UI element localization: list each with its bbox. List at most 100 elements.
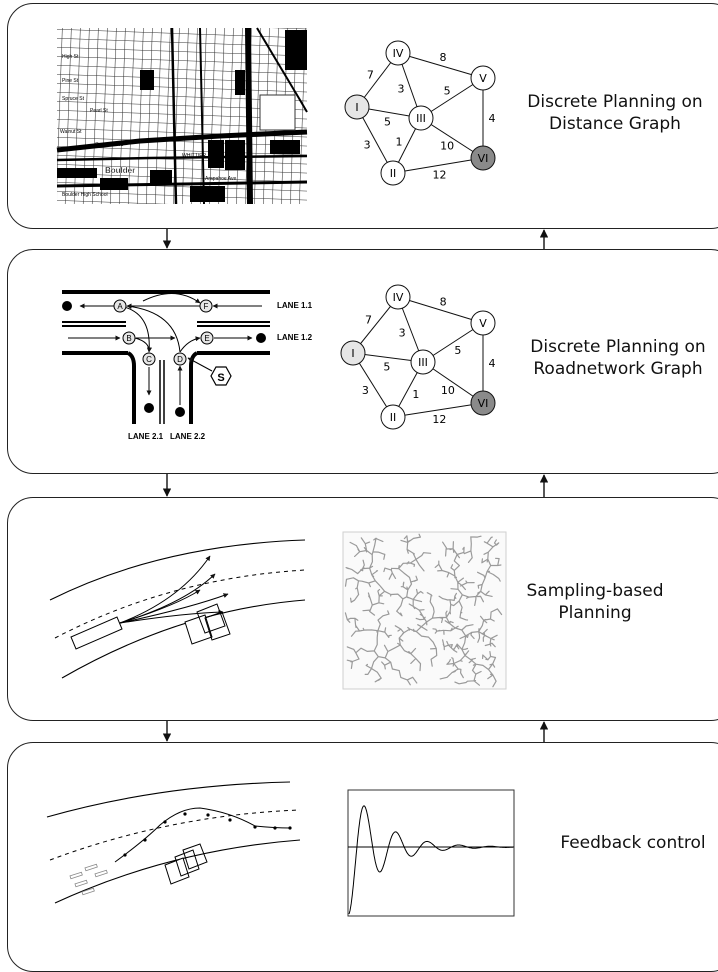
graph-node-label: III [416, 112, 426, 125]
map-label-canyon: Canyon Blvd [95, 142, 124, 148]
map-label-boulder: Boulder [105, 166, 135, 175]
waypoint-label: F [204, 302, 209, 311]
map-label-pine: Pine St [62, 78, 79, 84]
graph-node-i [340, 340, 366, 366]
graph-node-ii [380, 404, 406, 430]
waypoint-c [142, 352, 156, 366]
graph-node-iii [408, 105, 434, 131]
waypoint-d [173, 352, 187, 366]
waypoint-label: A [117, 302, 123, 311]
map-label-whittier: WHITTIER [182, 153, 207, 159]
edge-weight-label: 12 [432, 413, 446, 426]
lane-label-2-1: LANE 2.1 [128, 432, 164, 441]
city-map: Boulder WHITTIER Arapahoe Ave Boulder Hi… [56, 27, 308, 205]
edge-weight-label: 3 [399, 327, 406, 340]
edge-weight-label: 5 [383, 360, 390, 373]
panel-3-label: Sampling-based Planning [515, 580, 675, 624]
map-label-high-school: Boulder High School [62, 192, 108, 198]
graph-node-label: III [418, 356, 428, 369]
graph-node-iv [385, 284, 411, 310]
edge-weight-label: 4 [489, 112, 496, 125]
lane-label-2-2: LANE 2.2 [170, 432, 206, 441]
graph-node-iii [410, 349, 436, 375]
feedback-road [46, 781, 301, 904]
flow-arrows [162, 229, 549, 742]
panel-4-label-line1: Feedback control [560, 833, 706, 853]
waypoint-a [113, 299, 127, 313]
graph-edge [356, 106, 394, 174]
start-marker-label: S [217, 372, 224, 384]
graph-node-label: IV [393, 47, 404, 60]
edge-weight-label: 5 [454, 344, 461, 357]
panel-1-label: Discrete Planning on Distance Graph [520, 91, 710, 135]
panel-1-label-line1: Discrete Planning on [527, 92, 703, 112]
graph-edge [392, 157, 484, 174]
edge-weight-label: 8 [440, 51, 447, 64]
panel-roadnetwork-graph [7, 249, 718, 474]
graph-node-label: V [479, 317, 487, 330]
edge-weight-label: 4 [489, 357, 496, 370]
graph-node-label: VI [478, 397, 489, 410]
step-response-plot [347, 789, 515, 917]
edge-weight-label: 1 [395, 135, 402, 148]
graph-node-label: II [390, 167, 397, 180]
waypoint-f [199, 299, 213, 313]
damped-response-curve [348, 805, 514, 915]
edge-weight-label: 3 [362, 384, 369, 397]
graph-node-i [344, 94, 370, 120]
road-network: A B C D E F S LANE 1.1 LANE 1.2 LANE 2.1 LANE… [62, 290, 313, 441]
panel-4-label: Feedback control [548, 832, 718, 854]
graph-edge [397, 296, 484, 324]
graph-node-label: I [355, 101, 358, 114]
panel-2-label: Discrete Planning on Roadnetwork Graph [518, 336, 718, 380]
edge-weight-label: 1 [412, 388, 419, 401]
map-label-pearl: Pearl St [90, 108, 108, 114]
graph-node-label: IV [393, 291, 404, 304]
graph-node-v [470, 65, 496, 91]
waypoint-label: C [146, 355, 152, 364]
edge-weight-label: 7 [365, 313, 372, 326]
graph-node-label: II [390, 411, 397, 424]
waypoint-b [122, 331, 136, 345]
lane-label-1-1: LANE 1.1 [277, 301, 313, 310]
graph-node-label: I [351, 347, 354, 360]
edge-weight-label: 12 [432, 168, 446, 181]
map-label-arapahoe: Arapahoe Ave [205, 176, 237, 182]
map-label-walnut: Walnut St [60, 129, 82, 135]
graph-node-label: VI [478, 152, 489, 165]
graph-node-ii [380, 160, 406, 186]
waypoint-e [200, 331, 214, 345]
lane-label-1-2: LANE 1.2 [277, 333, 313, 342]
graph-node-v [470, 310, 496, 336]
sampling-road [49, 539, 306, 679]
waypoint-label: E [204, 334, 209, 343]
edge-weight-label: 10 [441, 384, 455, 397]
panel-2-label-line2: Roadnetwork Graph [533, 359, 703, 379]
edge-weight-label: 3 [398, 83, 405, 96]
edge-weight-label: 10 [440, 140, 454, 153]
rrt-branches [344, 533, 503, 688]
edge-weight-label: 5 [384, 115, 391, 128]
waypoint-label: B [126, 334, 131, 343]
graph-node-vi [470, 390, 496, 416]
rrt-tree [342, 531, 507, 690]
panel-2-label-line1: Discrete Planning on [530, 337, 706, 357]
map-label-high: High St [62, 54, 79, 60]
graph-edge [397, 52, 484, 79]
edge-weight-label: 3 [364, 138, 371, 151]
edge-weight-label: 7 [367, 69, 374, 82]
panel-3-label-line1: Sampling-based [526, 581, 664, 601]
edge-weight-label: 8 [440, 295, 447, 308]
panel-1-label-line2: Distance Graph [549, 114, 681, 134]
graph-node-vi [470, 145, 496, 171]
graph-node-iv [385, 40, 411, 66]
panel-3-label-line2: Planning [558, 603, 632, 623]
map-label-spruce: Spruce St [62, 96, 85, 102]
graph-edge [352, 352, 394, 418]
edge-weight-label: 5 [444, 84, 451, 97]
graph-node-label: V [479, 72, 487, 85]
waypoint-label: D [177, 355, 183, 364]
